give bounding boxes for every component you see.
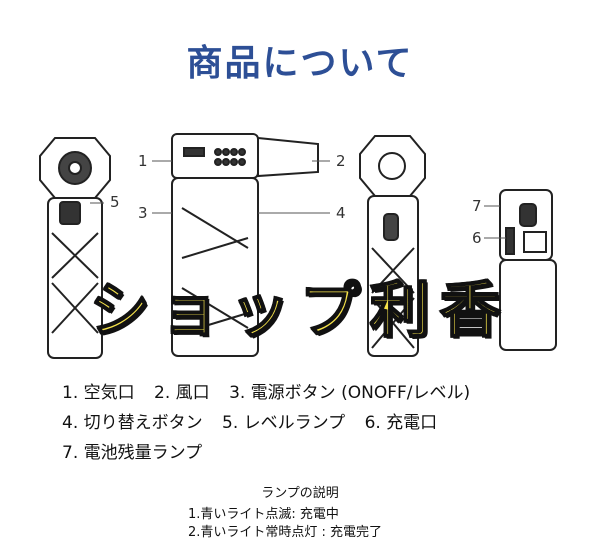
parts-row-2: 4. 切り替えボタン 5. レベルランプ 6. 充電口 <box>62 408 582 438</box>
side-view <box>171 133 319 357</box>
shop-watermark: ショップ利香 <box>89 275 510 347</box>
parts-list: 1. 空気口 2. 風口 3. 電源ボタン (ONOFF/レベル) 4. 切り替… <box>62 378 582 468</box>
parts-row-1: 1. 空気口 2. 風口 3. 電源ボタン (ONOFF/レベル) <box>62 378 582 408</box>
part-item: 7. 電池残量ランプ <box>62 443 203 463</box>
callout-3: 3 <box>138 204 148 222</box>
part-item: 2. 風口 <box>154 383 210 403</box>
part-item: 5. レベルランプ <box>222 413 346 433</box>
lamp-explanation-title: ランプの説明 <box>261 486 339 501</box>
lamp-line-2: 2.青いライト常時点灯 : 充電完了 <box>188 525 383 540</box>
back-view <box>359 135 426 357</box>
callout-6: 6 <box>472 229 482 247</box>
page-title: 商品について <box>186 43 414 84</box>
lamp-line-1: 1.青いライト点滅: 充電中 <box>188 507 339 522</box>
callout-2: 2 <box>336 152 346 170</box>
front-view <box>39 137 111 359</box>
callout-7: 7 <box>472 197 482 215</box>
product-diagram: 1 2 3 4 5 6 7 <box>0 118 600 378</box>
callout-5: 5 <box>110 193 120 211</box>
part-item: 1. 空気口 <box>62 383 135 403</box>
callout-4: 4 <box>336 204 346 222</box>
part-item: 6. 充電口 <box>364 413 438 433</box>
parts-row-3: 7. 電池残量ランプ <box>62 438 582 468</box>
part-item: 3. 電源ボタン (ONOFF/レベル) <box>229 383 471 403</box>
lamp-explanation: 1.青いライト点滅: 充電中 2.青いライト常時点灯 : 充電完了 <box>188 506 548 542</box>
product-diagram-svg <box>39 133 557 359</box>
callout-1: 1 <box>138 152 148 170</box>
part-item: 4. 切り替えボタン <box>62 413 203 433</box>
bottom-view <box>499 189 557 351</box>
